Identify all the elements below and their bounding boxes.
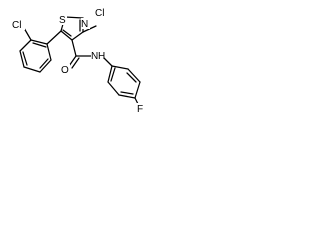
molecule-structure: Cl N S Cl O N H F — [12, 6, 145, 115]
ph-bond-6 — [46, 43, 52, 61]
fph-bond-2 — [107, 81, 120, 96]
fluorophenyl-ring — [107, 65, 141, 107]
fph-bond-3-inner — [120, 91, 134, 95]
bond-ph-cl — [23, 27, 32, 41]
bond-c-o — [68, 55, 77, 67]
fph-bond-5-inner — [126, 72, 137, 83]
bond-c5-ph — [46, 30, 62, 45]
sulfur-label: S — [59, 15, 66, 26]
ph-bond-4 — [23, 66, 41, 73]
bond-s-n — [64, 16, 84, 19]
ph-bond-5 — [39, 59, 52, 73]
chlorine-label-isothiazole: Cl — [95, 8, 104, 19]
bond-c-o-double — [71, 57, 80, 69]
fph-bond-1-inner — [110, 67, 116, 82]
amide-hydrogen-label: H — [98, 51, 105, 62]
amide-nitrogen-label: N — [91, 51, 98, 62]
ph-bond-5-inner — [39, 58, 49, 69]
bond-n-ar — [103, 57, 113, 67]
bond-c3-c4 — [71, 31, 84, 41]
fluorine-label: F — [137, 104, 143, 115]
ph-bond-2 — [19, 39, 32, 52]
fph-bond-3 — [118, 94, 136, 99]
bond-c4-carbonyl — [71, 39, 77, 57]
fph-bond-1 — [107, 65, 113, 83]
atom-labels: Cl N S Cl O N H F — [12, 6, 145, 115]
carboxamide-group — [68, 39, 113, 69]
structure-canvas: Cl N S Cl O N H F — [0, 0, 158, 116]
nitrogen-label-ring: N — [81, 19, 88, 30]
fph-bond-5 — [127, 68, 141, 83]
oxygen-label: O — [61, 65, 69, 76]
chlorophenyl-ring — [19, 27, 62, 73]
bond-c4-c5-double — [62, 29, 72, 37]
ph-bond-1 — [30, 39, 48, 45]
ph-bond-1-inner — [32, 42, 47, 48]
fph-bond-6 — [111, 65, 129, 70]
chlorine-label-phenyl: Cl — [12, 20, 21, 31]
ph-bond-3-inner — [22, 51, 28, 66]
ph-bond-3 — [19, 50, 25, 68]
fph-bond-4 — [134, 81, 141, 99]
bond-c4-c5 — [60, 30, 73, 41]
